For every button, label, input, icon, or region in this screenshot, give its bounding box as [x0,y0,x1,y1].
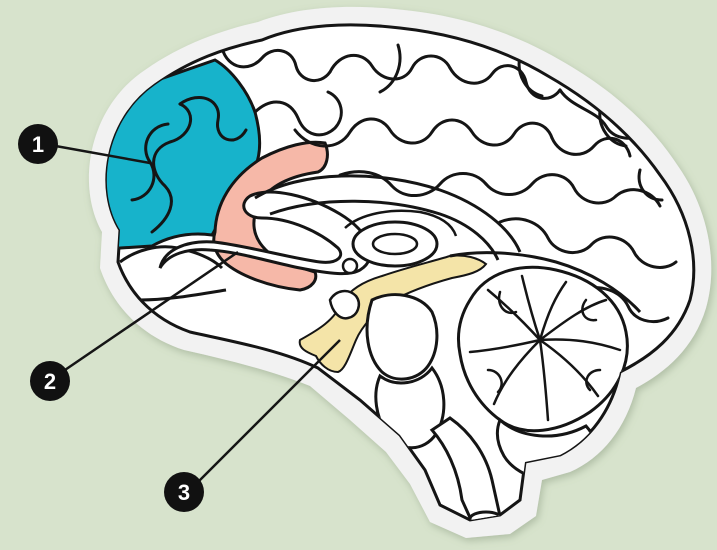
marker-3-label: 3 [178,480,190,505]
midbrain [367,295,437,379]
mamillary-body [343,259,357,273]
marker-3: 3 [164,472,204,512]
marker-2: 2 [30,361,70,401]
thalamus-inner [373,234,417,254]
marker-2-label: 2 [44,369,56,394]
marker-1: 1 [18,124,58,164]
marker-1-label: 1 [32,132,44,157]
